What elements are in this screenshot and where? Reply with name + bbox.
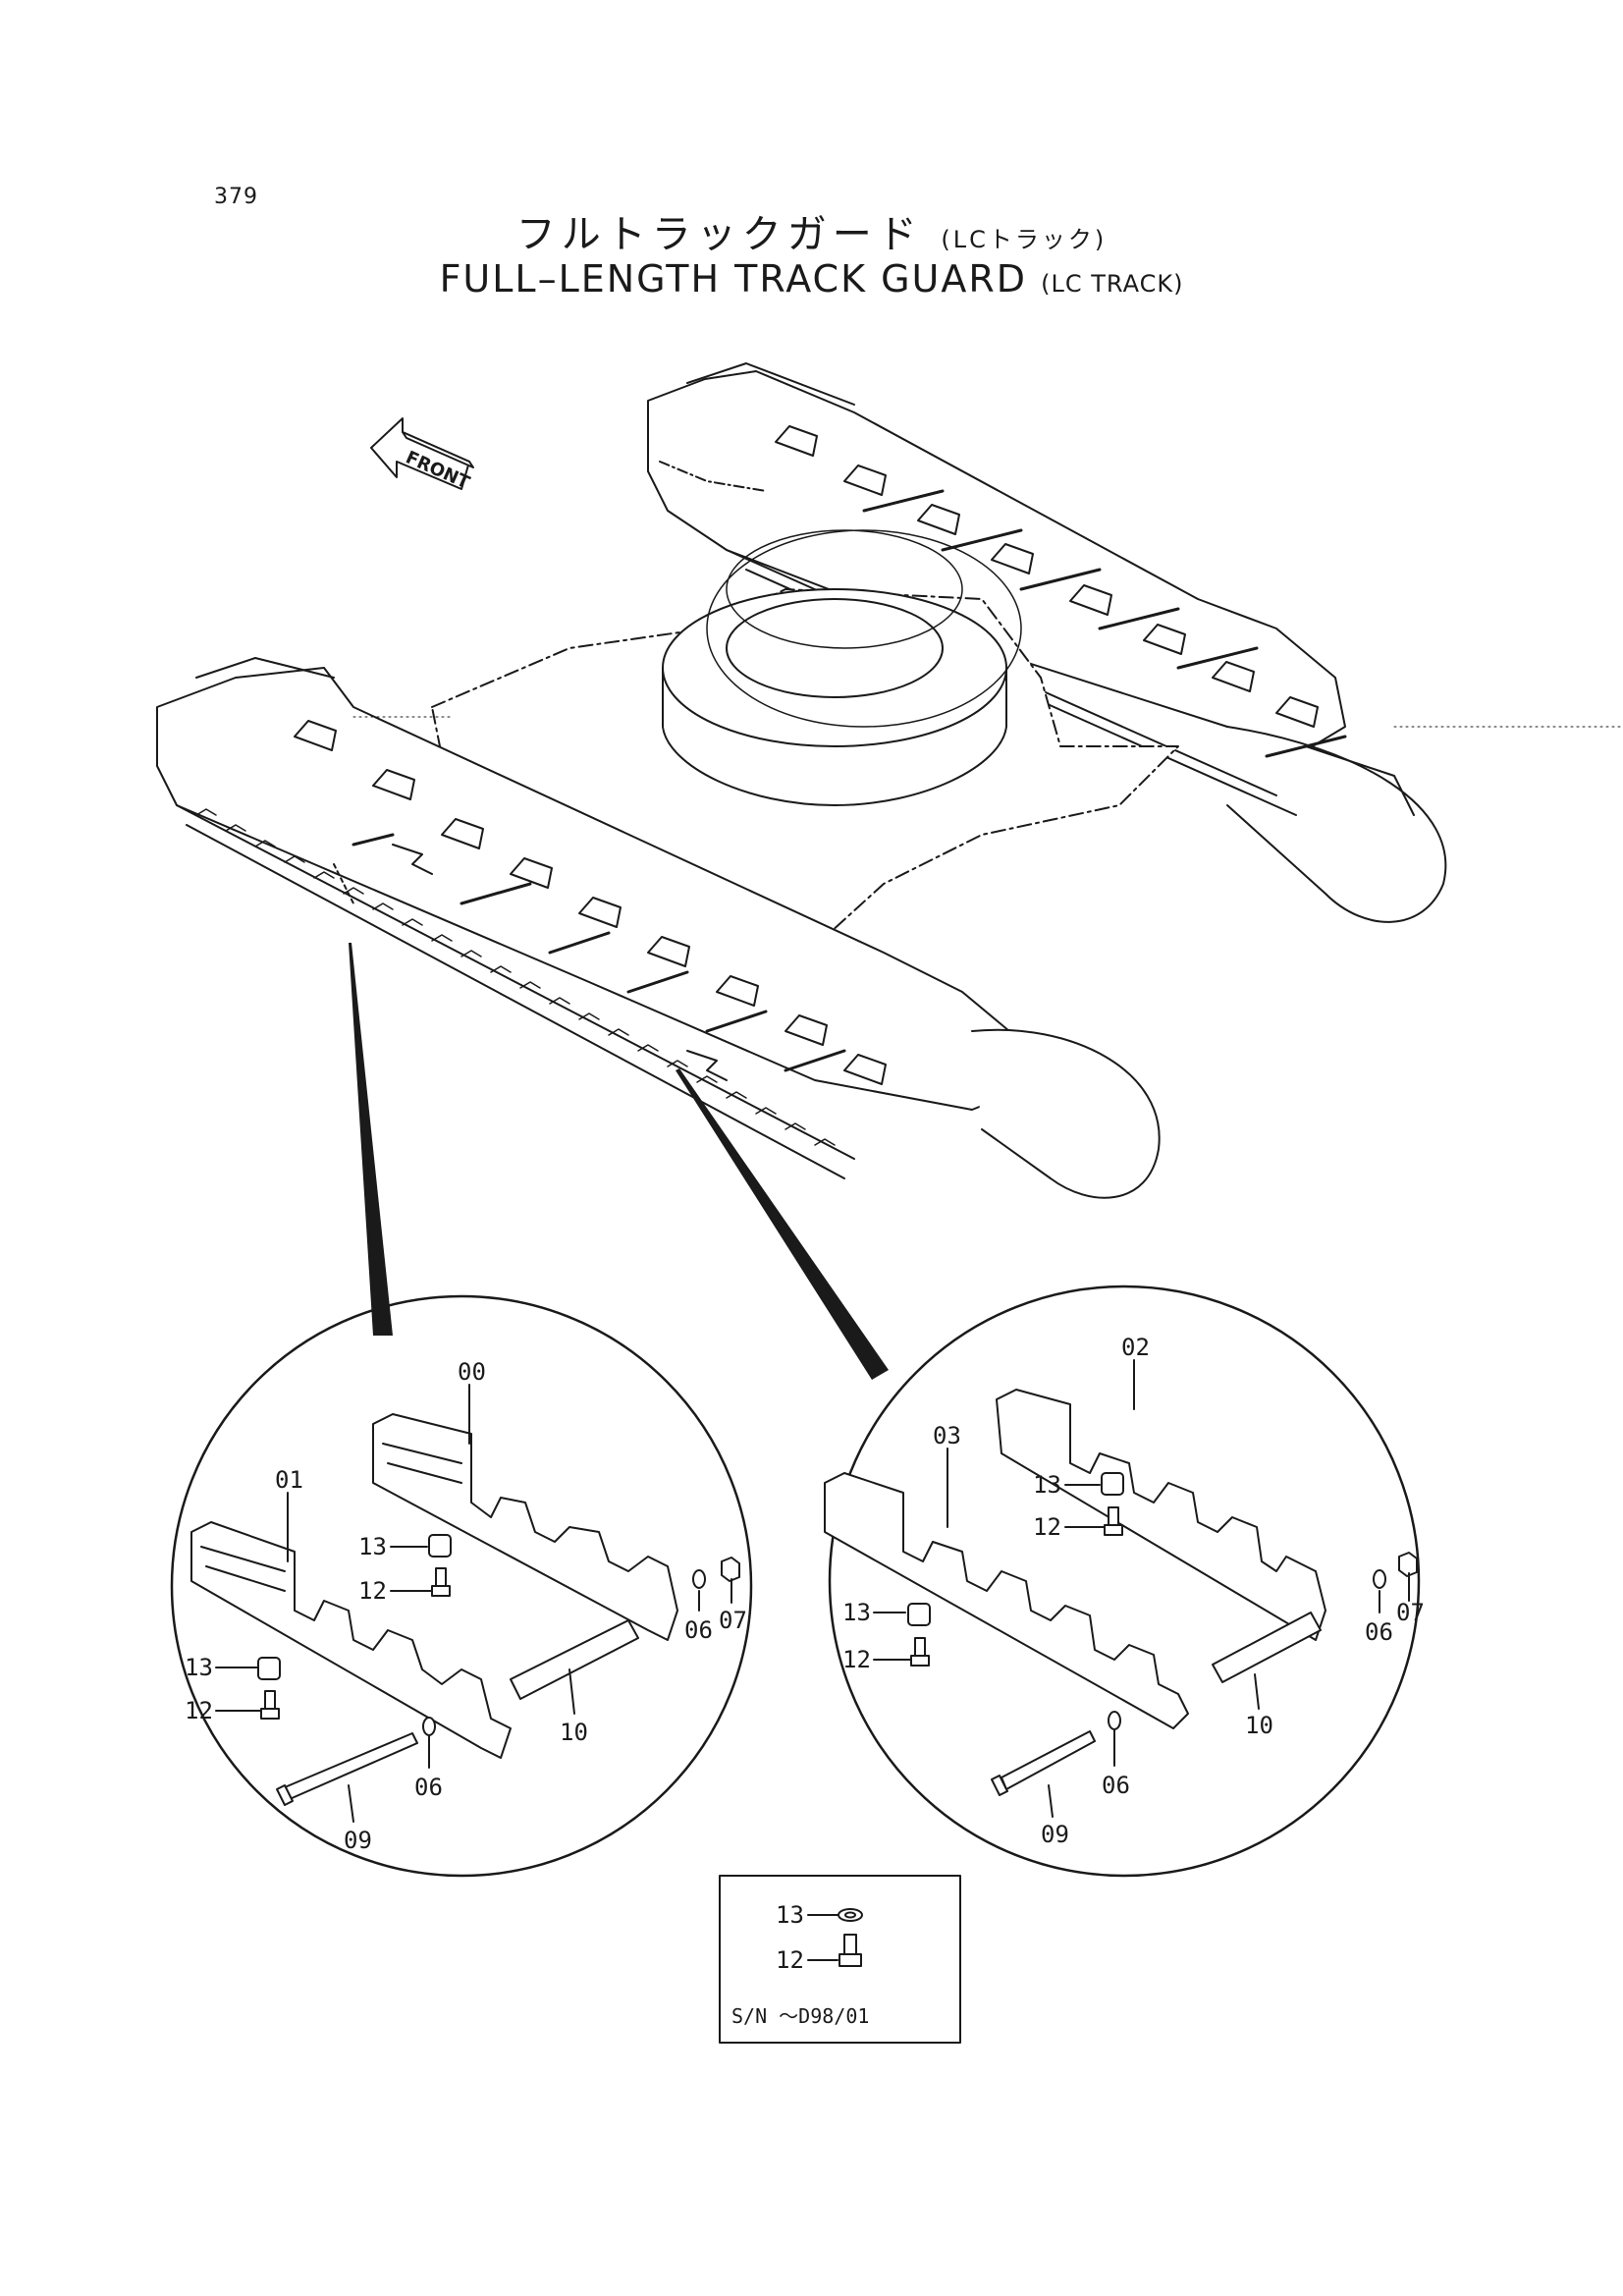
callout-right-07: 07 bbox=[1396, 1599, 1425, 1626]
callout-left-00: 00 bbox=[458, 1358, 486, 1386]
callout-inset-13: 13 bbox=[776, 1901, 804, 1929]
callout-right-12b: 12 bbox=[842, 1646, 871, 1673]
callout-right-12a: 12 bbox=[1033, 1513, 1061, 1541]
right-detail-view bbox=[824, 1285, 1421, 1878]
undercarriage-assembly bbox=[156, 362, 1623, 1199]
callout-left-13b: 13 bbox=[185, 1654, 213, 1681]
callout-left-06: 06 bbox=[684, 1616, 713, 1644]
callout-left-01: 01 bbox=[275, 1466, 303, 1494]
callout-right-06: 06 bbox=[1365, 1618, 1393, 1646]
callout-right-13b: 13 bbox=[842, 1599, 871, 1626]
title-english-main: FULL–LENGTH TRACK GUARD bbox=[439, 257, 1027, 301]
callout-inset-12: 12 bbox=[776, 1946, 804, 1974]
title-japanese-sub: (LCトラック) bbox=[941, 226, 1108, 253]
callout-right-03: 03 bbox=[933, 1422, 961, 1449]
callout-right-10: 10 bbox=[1245, 1712, 1273, 1739]
left-detail-view bbox=[170, 1294, 753, 1878]
leader-wedge-left bbox=[349, 943, 393, 1336]
callout-left-06b: 06 bbox=[414, 1774, 443, 1801]
callout-left-12a: 12 bbox=[358, 1577, 387, 1605]
callout-left-10: 10 bbox=[560, 1719, 588, 1746]
callout-left-13a: 13 bbox=[358, 1533, 387, 1560]
title-japanese-main: フルトラックガード bbox=[515, 212, 923, 257]
serial-number-note: S/N ～D98/01 bbox=[731, 2004, 869, 2028]
page-number: 379 bbox=[214, 185, 258, 209]
serial-inset bbox=[719, 1875, 961, 2044]
title-english: FULL–LENGTH TRACK GUARD (LC TRACK) bbox=[0, 257, 1623, 301]
callout-right-02: 02 bbox=[1121, 1334, 1150, 1361]
callout-right-09: 09 bbox=[1041, 1821, 1069, 1848]
callout-left-12b: 12 bbox=[185, 1697, 213, 1724]
callout-right-06b: 06 bbox=[1102, 1772, 1130, 1799]
leader-wedge-right bbox=[676, 1068, 889, 1380]
callout-left-09: 09 bbox=[344, 1827, 372, 1854]
title-english-sub: (LC TRACK) bbox=[1041, 270, 1184, 298]
callout-left-07: 07 bbox=[719, 1607, 747, 1634]
callout-right-13a: 13 bbox=[1033, 1471, 1061, 1499]
front-arrow-icon bbox=[370, 417, 474, 490]
title-japanese: フルトラックガード (LCトラック) bbox=[0, 202, 1623, 259]
